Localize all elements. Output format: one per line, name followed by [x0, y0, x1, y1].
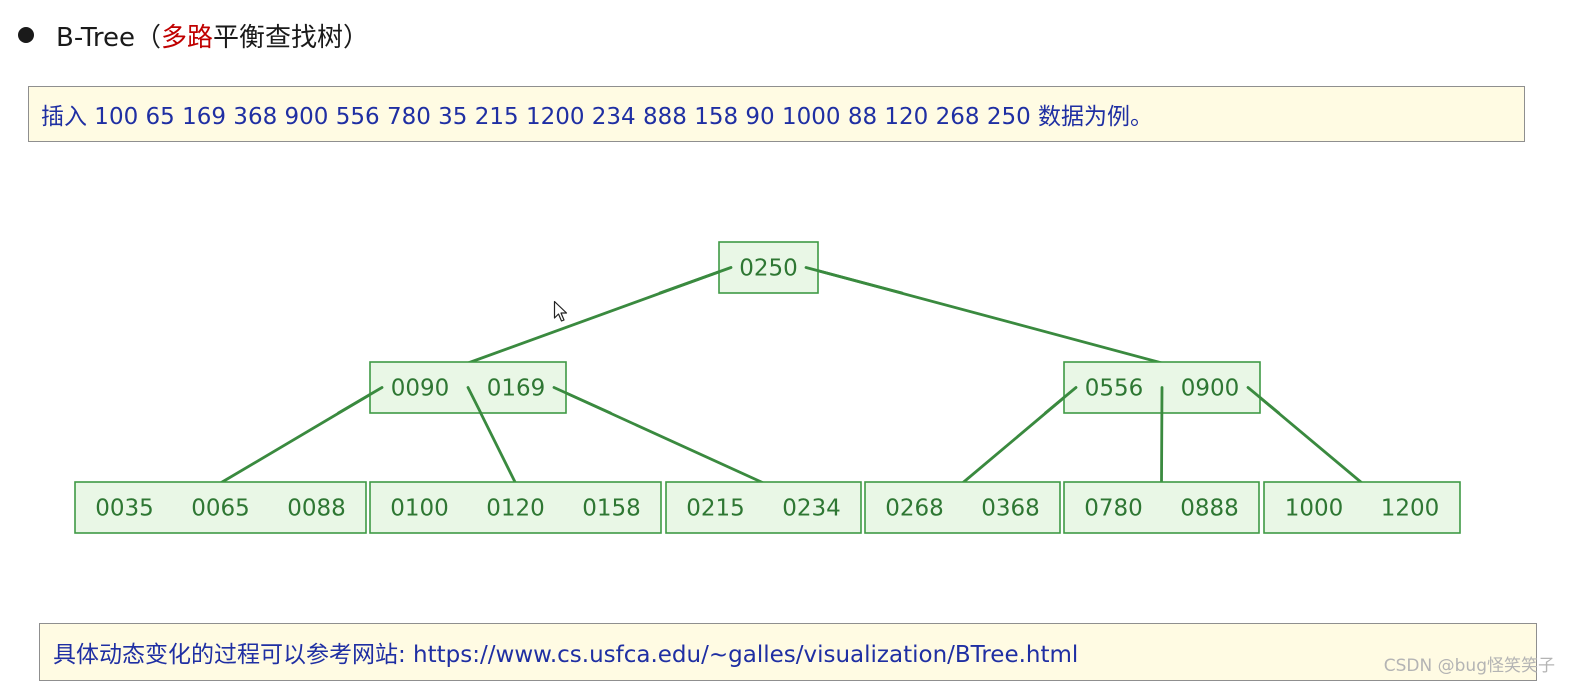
mouse-pointer-icon [553, 300, 568, 322]
tree-node-leaf5: 0780 0888 [1063, 481, 1260, 534]
node-box-leaf1 [74, 481, 367, 534]
edge-stub-left-leaf3 [552, 386, 612, 415]
edge-stub-left-leaf2 [466, 386, 483, 415]
edge-stub-right-leaf6 [1246, 386, 1281, 415]
node-box-leaf5 [1063, 481, 1260, 534]
heading-title: B-Tree（ [56, 22, 162, 53]
node-box-leaf3 [665, 481, 862, 534]
tree-node-leaf6: 1000 1200 [1263, 481, 1461, 534]
edge-stub-right-leaf4 [1043, 386, 1078, 415]
insert-example-note: 插入 100 65 169 368 900 556 780 35 215 120… [28, 86, 1525, 142]
tree-node-root: 0250 [718, 241, 819, 294]
tree-node-left: 0090 0169 [369, 361, 567, 414]
section-heading: B-Tree（多路平衡查找树） [18, 14, 369, 56]
node-key: 0090 [391, 376, 450, 402]
node-key: 0100 [390, 496, 449, 522]
node-key: 0065 [191, 496, 250, 522]
node-key: 0368 [981, 496, 1040, 522]
node-key: 0250 [739, 256, 798, 282]
watermark: CSDN @bug怪笑笑子 [1383, 656, 1555, 676]
tree-node-leaf4: 0268 0368 [864, 481, 1061, 534]
reference-note: 具体动态变化的过程可以参考网站: https://www.cs.usfca.ed… [39, 623, 1537, 681]
insert-example-text: 插入 100 65 169 368 900 556 780 35 215 120… [41, 104, 1154, 130]
node-key: 0088 [287, 496, 346, 522]
node-key: 0215 [686, 496, 745, 522]
edge-stub-left-leaf1 [337, 386, 384, 415]
node-key: 0780 [1084, 496, 1143, 522]
node-key: 0888 [1180, 496, 1239, 522]
edge-stubs [337, 266, 1281, 415]
node-box-root [718, 241, 819, 294]
heading-highlight: 多路 [161, 22, 214, 53]
node-key: 0120 [486, 496, 545, 522]
node-key: 0158 [582, 496, 641, 522]
heading-subtitle: 平衡查找树） [213, 22, 370, 53]
node-key: 0268 [885, 496, 944, 522]
node-key: 0556 [1085, 376, 1144, 402]
node-box-left [369, 361, 567, 414]
node-box-leaf6 [1263, 481, 1461, 534]
tree-node-leaf2: 0100 0120 0158 [369, 481, 662, 534]
node-key: 1200 [1381, 496, 1440, 522]
node-key: 0900 [1181, 376, 1240, 402]
node-key: 0234 [782, 496, 841, 522]
edge-stub-root-right [804, 266, 904, 295]
edge-stub-root-left [658, 266, 733, 295]
bullet-dot-icon [18, 27, 34, 43]
tree-nodes: 0250 0090 0169 0556 0900 0035 0065 0088 0100 0120… [74, 241, 1461, 534]
node-key: 1000 [1285, 496, 1344, 522]
tree-node-leaf1: 0035 0065 0088 [74, 481, 367, 534]
node-box-leaf2 [369, 481, 662, 534]
node-key: 0169 [487, 376, 546, 402]
reference-text: 具体动态变化的过程可以参考网站: https://www.cs.usfca.ed… [53, 642, 1079, 668]
tree-node-leaf3: 0215 0234 [665, 481, 862, 534]
node-box-leaf4 [864, 481, 1061, 534]
node-key: 0035 [95, 496, 154, 522]
